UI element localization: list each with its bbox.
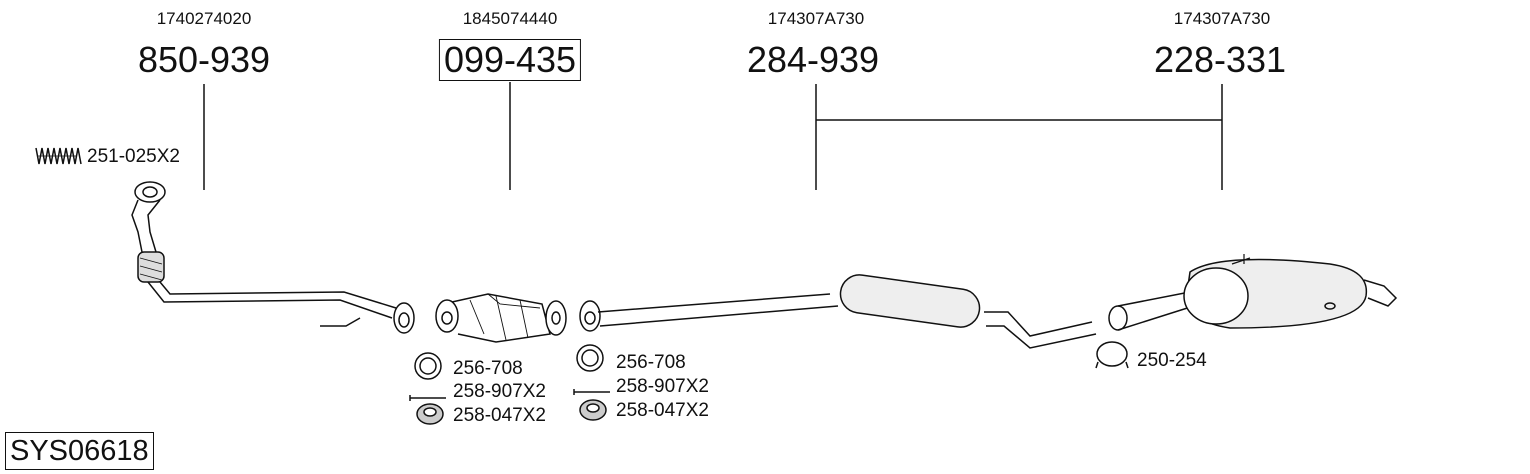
- middle-silencer-icon: [579, 274, 1097, 349]
- left-gasket-icon: [414, 352, 442, 380]
- system-code: SYS06618: [5, 432, 154, 470]
- right-nut-label[interactable]: 258-047X2: [616, 400, 709, 421]
- part-number-099-435[interactable]: 099-435: [438, 39, 582, 81]
- right-bolt-label[interactable]: 258-907X2: [616, 376, 709, 397]
- part-number-228-331[interactable]: 228-331: [1153, 39, 1287, 80]
- catalytic-converter-icon: [435, 293, 567, 343]
- clamp-icon: [1095, 341, 1129, 369]
- right-gasket-label[interactable]: 256-708: [616, 352, 686, 373]
- left-nut-icon: [416, 403, 444, 425]
- oe-number-4: 174307A730: [1173, 9, 1271, 28]
- part-number-284-939[interactable]: 284-939: [746, 39, 880, 80]
- right-bolt-icon: [573, 389, 610, 395]
- spring-icon: [35, 147, 82, 165]
- left-gasket-label[interactable]: 256-708: [453, 358, 523, 379]
- rear-silencer-icon: [1108, 254, 1398, 331]
- left-bolt-label[interactable]: 258-907X2: [453, 381, 546, 402]
- clamp-label[interactable]: 250-254: [1137, 350, 1207, 371]
- right-gasket-icon: [576, 344, 604, 372]
- oe-number-3: 174307A730: [767, 9, 865, 28]
- left-nut-label[interactable]: 258-047X2: [453, 405, 546, 426]
- right-nut-icon: [579, 399, 607, 421]
- oe-number-2: 1845074440: [462, 9, 558, 28]
- part-number-850-939[interactable]: 850-939: [137, 39, 271, 80]
- spring-label[interactable]: 251-025X2: [87, 146, 180, 167]
- oe-number-1: 1740274020: [156, 9, 252, 28]
- front-pipe-icon: [131, 181, 415, 334]
- left-bolt-icon: [409, 395, 446, 401]
